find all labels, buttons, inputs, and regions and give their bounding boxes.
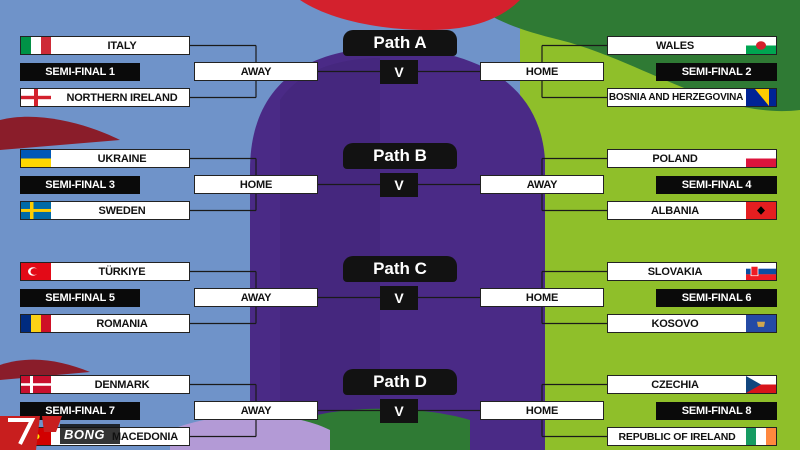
ukraine-flag — [21, 150, 51, 167]
path-c-label: Path C — [343, 256, 457, 282]
team-republic-of-ireland: REPUBLIC OF IRELAND — [607, 427, 777, 446]
7bong-logo-icon — [0, 416, 120, 450]
path-b-vs: V — [380, 173, 418, 197]
path-b-right-venue: AWAY — [480, 175, 604, 194]
bosnia-flag — [746, 89, 776, 106]
semi-final-3: SEMI-FINAL 3 — [20, 176, 140, 194]
denmark-flag — [21, 376, 51, 393]
semi-final-8: SEMI-FINAL 8 — [656, 402, 777, 420]
team-romania: ROMANIA — [20, 314, 190, 333]
italy-flag — [21, 37, 51, 54]
team-albania: ALBANIA — [607, 201, 777, 220]
turkiye-flag — [21, 263, 51, 280]
team-denmark: DENMARK — [20, 375, 190, 394]
path-a-left-venue: AWAY — [194, 62, 318, 81]
semi-final-1: SEMI-FINAL 1 — [20, 63, 140, 81]
path-a-right-venue: HOME — [480, 62, 604, 81]
team-kosovo: KOSOVO — [607, 314, 777, 333]
romania-flag — [21, 315, 51, 332]
team-bosnia-herzegovina: BOSNIA AND HERZEGOVINA — [607, 88, 777, 107]
wales-flag — [746, 37, 776, 54]
slovakia-flag — [746, 263, 776, 280]
path-d-vs: V — [380, 399, 418, 423]
path-b-label: Path B — [343, 143, 457, 169]
albania-flag — [746, 202, 776, 219]
team-northern-ireland: NORTHERN IRELAND — [20, 88, 190, 107]
logo-text: BONG — [64, 427, 105, 442]
path-d-left-venue: AWAY — [194, 401, 318, 420]
team-italy: ITALY — [20, 36, 190, 55]
sweden-flag — [21, 202, 51, 219]
path-c-vs: V — [380, 286, 418, 310]
semi-final-5: SEMI-FINAL 5 — [20, 289, 140, 307]
team-slovakia: SLOVAKIA — [607, 262, 777, 281]
path-b-left-venue: HOME — [194, 175, 318, 194]
poland-flag — [746, 150, 776, 167]
team-sweden: SWEDEN — [20, 201, 190, 220]
czechia-flag — [746, 376, 776, 393]
ireland-flag — [746, 428, 776, 445]
semi-final-7: SEMI-FINAL 7 — [20, 402, 140, 420]
path-d-right-venue: HOME — [480, 401, 604, 420]
semi-final-2: SEMI-FINAL 2 — [656, 63, 777, 81]
path-a-vs: V — [380, 60, 418, 84]
team-czechia: CZECHIA — [607, 375, 777, 394]
team-wales: WALES — [607, 36, 777, 55]
path-c-left-venue: AWAY — [194, 288, 318, 307]
team-turkiye: TÜRKIYE — [20, 262, 190, 281]
team-poland: POLAND — [607, 149, 777, 168]
path-c-right-venue: HOME — [480, 288, 604, 307]
northern-ireland-flag — [21, 89, 51, 106]
semi-final-4: SEMI-FINAL 4 — [656, 176, 777, 194]
path-d-label: Path D — [343, 369, 457, 395]
team-ukraine: UKRAINE — [20, 149, 190, 168]
path-a-label: Path A — [343, 30, 457, 56]
semi-final-6: SEMI-FINAL 6 — [656, 289, 777, 307]
kosovo-flag — [746, 315, 776, 332]
